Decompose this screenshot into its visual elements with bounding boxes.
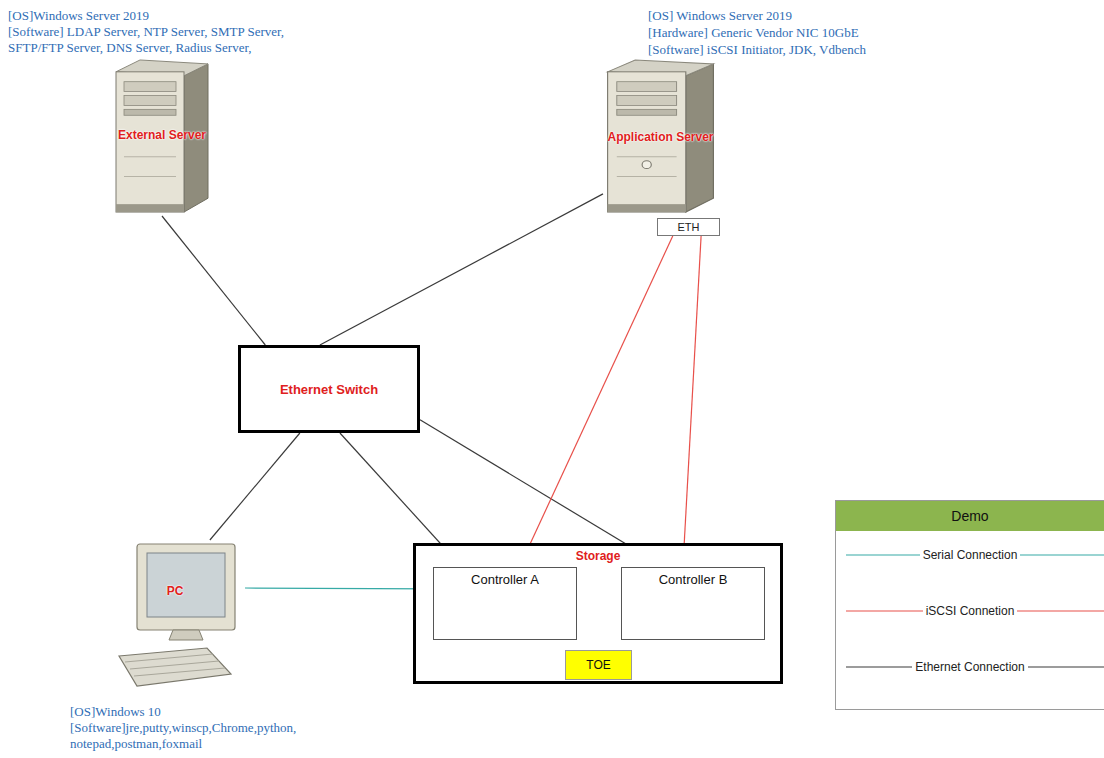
spec-note: [Hardware] Generic Vendor NIC 10GbE <box>648 25 978 41</box>
legend-box: Demo Serial Connection iSCSI ConnetionEth… <box>835 500 1104 710</box>
node-label: Application Server <box>607 130 713 144</box>
legend-text: Serial Connection <box>920 548 1021 562</box>
node-label: TOE <box>586 658 610 672</box>
legend-text: iSCSI Connetion <box>923 604 1018 618</box>
connector-line <box>245 588 433 590</box>
spec-note: [OS]Windows Server 2019 <box>8 8 348 24</box>
node-label: Storage <box>576 549 621 563</box>
connector-line <box>210 433 300 540</box>
legend-row: iSCSI Connetion <box>836 601 1104 621</box>
node-label: Controller B <box>659 572 728 587</box>
legend-title: Demo <box>951 508 988 524</box>
connector-line <box>320 194 603 345</box>
node-label: External Server <box>118 128 206 142</box>
switch-box: Ethernet Switch <box>238 345 420 433</box>
spec-note: [Software]jre,putty,winscp,Chrome,python… <box>70 720 342 752</box>
toe-box: TOE <box>565 650 632 680</box>
pc-icon: PC <box>115 540 245 690</box>
server-icon: Application Server <box>603 58 718 216</box>
controller-box: Controller A <box>433 567 577 640</box>
controller-box: Controller B <box>621 567 765 640</box>
connector-line <box>162 216 265 345</box>
spec-note: [Software] LDAP Server, NTP Server, SMTP… <box>8 24 330 56</box>
legend-header: Demo <box>836 501 1104 531</box>
connector-line <box>519 236 672 567</box>
spec-note: [Software] iSCSI Initiator, JDK, Vdbench <box>648 42 978 58</box>
node-label: ETH <box>678 221 700 233</box>
pc-icon-drawing <box>115 540 245 690</box>
server-icon: External Server <box>112 58 212 216</box>
nic-port: ETH <box>657 218 720 236</box>
storage-box: StorageController A Controller B TOE <box>413 543 783 684</box>
node-label: Ethernet Switch <box>280 382 378 397</box>
legend-row: Ethernet Connection <box>836 657 1104 677</box>
node-label: PC <box>167 584 184 598</box>
legend-row: Serial Connection <box>836 545 1104 565</box>
spec-note: [OS] Windows Server 2019 <box>648 8 978 24</box>
node-label: Controller A <box>471 572 539 587</box>
spec-note: [OS]Windows 10 <box>70 704 370 720</box>
legend-text: Ethernet Connection <box>912 660 1027 674</box>
connector-line <box>683 236 701 567</box>
